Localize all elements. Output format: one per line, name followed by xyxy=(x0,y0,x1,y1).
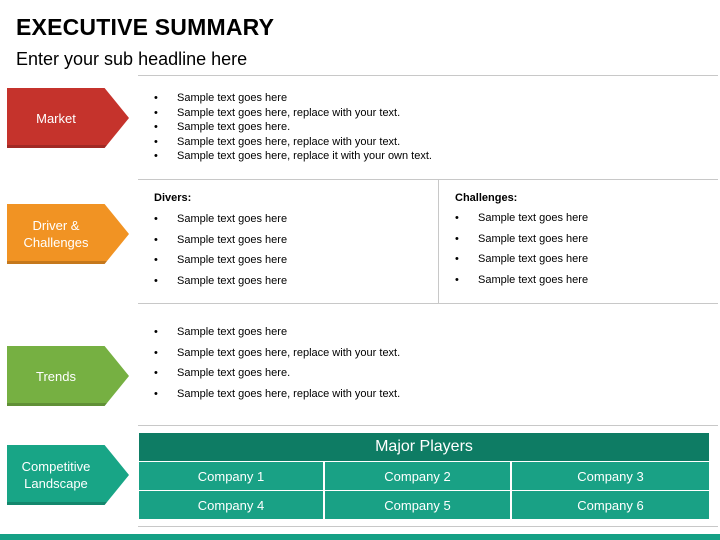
list-item: Sample text goes here xyxy=(455,270,588,291)
list-item: Sample text goes here xyxy=(154,271,287,292)
list-item: Sample text goes here xyxy=(455,208,588,229)
arrow-shade xyxy=(7,502,129,505)
divider-drivers-middle xyxy=(438,179,439,304)
divider-trends-bottom xyxy=(138,425,718,426)
challenges-bullet-list: Sample text goes here Sample text goes h… xyxy=(455,208,588,290)
list-item: Sample text goes here, replace with your… xyxy=(154,135,432,150)
drivers-label: Driver & Challenges xyxy=(23,218,89,250)
company-cell: Company 5 xyxy=(325,491,510,519)
list-item: Sample text goes here, replace with your… xyxy=(154,343,400,364)
company-cell: Company 4 xyxy=(139,491,323,519)
list-item: Sample text goes here xyxy=(154,230,287,251)
arrow-shade xyxy=(7,261,129,264)
divider-table-bottom xyxy=(138,526,718,527)
list-item: Sample text goes here, replace with your… xyxy=(154,384,400,405)
arrow-shade xyxy=(7,403,129,406)
drivers-heading: Divers: xyxy=(154,192,192,204)
footer-accent-bar xyxy=(0,534,720,540)
list-item: Sample text goes here, replace it with y… xyxy=(154,149,432,164)
divider-market-bottom xyxy=(138,179,718,180)
company-cell: Company 6 xyxy=(512,491,709,519)
market-arrow-label: Market xyxy=(7,88,129,148)
list-item: Sample text goes here xyxy=(154,209,287,230)
list-item: Sample text goes here xyxy=(455,229,588,250)
market-bullet-list: Sample text goes here Sample text goes h… xyxy=(154,91,432,164)
major-players-header: Major Players xyxy=(139,433,709,461)
competitive-arrow-label: Competitive Landscape xyxy=(7,445,129,505)
market-label: Market xyxy=(36,110,76,126)
company-cell: Company 2 xyxy=(325,462,510,490)
trends-arrow-label: Trends xyxy=(7,346,129,406)
slide-title: EXECUTIVE SUMMARY xyxy=(16,14,275,40)
drivers-arrow-label: Driver & Challenges xyxy=(7,204,129,264)
slide-subtitle: Enter your sub headline here xyxy=(16,49,248,69)
list-item: Sample text goes here. xyxy=(154,120,432,135)
list-item: Sample text goes here xyxy=(154,322,400,343)
divider-drivers-bottom xyxy=(138,303,718,304)
trends-bullet-list: Sample text goes here Sample text goes h… xyxy=(154,322,400,404)
challenges-heading: Challenges: xyxy=(455,192,518,204)
competitive-label: Competitive Landscape xyxy=(21,459,91,491)
list-item: Sample text goes here, replace with your… xyxy=(154,106,432,121)
list-item: Sample text goes here xyxy=(154,91,432,106)
divider-top xyxy=(138,75,718,76)
arrow-shade xyxy=(7,145,129,148)
trends-label: Trends xyxy=(36,368,76,384)
list-item: Sample text goes here xyxy=(154,250,287,271)
company-cell: Company 3 xyxy=(512,462,709,490)
list-item: Sample text goes here xyxy=(455,249,588,270)
list-item: Sample text goes here. xyxy=(154,363,400,384)
drivers-bullet-list: Sample text goes here Sample text goes h… xyxy=(154,209,287,291)
company-cell: Company 1 xyxy=(139,462,323,490)
